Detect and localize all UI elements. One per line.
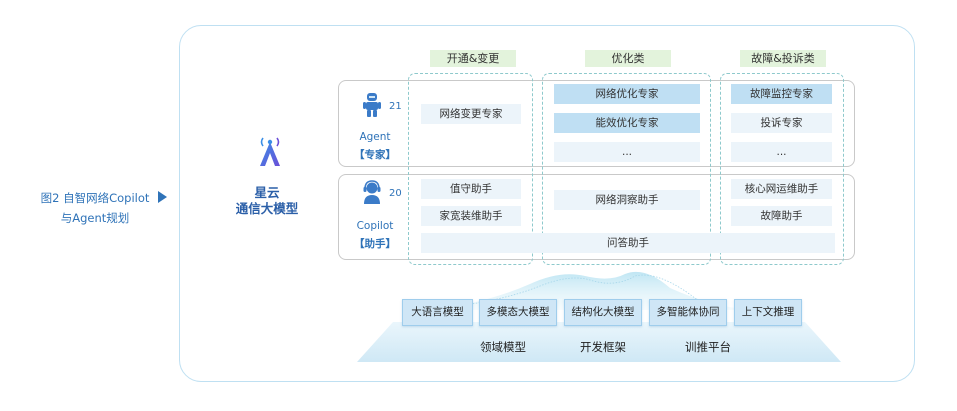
agent-label: Agent [359,131,391,143]
brand-name: 星云 通信大模型 [222,185,312,217]
column-header-fault: 故障&投诉类 [740,50,826,67]
column-outline-provisioning [408,73,533,265]
platform-training-inference: 训推平台 [685,340,731,354]
model-llm: 大语言模型 [402,299,473,326]
cell-optimization-more: ... [554,142,700,162]
model-context-reasoning: 上下文推理 [734,299,802,326]
robot-icon [363,93,381,117]
cell-qa-assistant: 问答助手 [421,233,835,253]
column-outline-optimization [542,73,711,265]
brand-name-line-2: 通信大模型 [235,201,299,216]
caption-arrow-icon [158,191,167,203]
cell-network-insight-assistant: 网络洞察助手 [554,190,700,210]
antenna-logo-icon [260,137,280,166]
column-header-provisioning: 开通&变更 [430,50,516,67]
model-multi-agent: 多智能体协同 [649,299,727,326]
cell-network-optimization-expert: 网络优化专家 [554,84,700,104]
figure-caption: 图2 自智网络Copilot 与Agent规划 [30,188,160,228]
platform-domain-model: 领域模型 [480,340,526,354]
column-outline-fault [720,73,844,265]
platform-dev-framework: 开发框架 [580,340,626,354]
caption-line-2: 与Agent规划 [60,211,130,225]
copilot-label: Copilot [356,220,394,232]
cell-duty-assistant: 值守助手 [421,179,521,199]
copilot-tag: 【助手】 [354,238,396,250]
cell-fault-monitor-expert: 故障监控专家 [731,84,832,104]
cell-fault-more: ... [731,142,832,162]
cell-complaint-expert: 投诉专家 [731,113,832,133]
cell-broadband-assistant: 家宽装维助手 [421,206,521,226]
agent-tag: 【专家】 [354,149,396,161]
brand-name-line-1: 星云 [254,185,280,200]
cell-core-network-assistant: 核心网运维助手 [731,179,832,199]
cell-fault-assistant: 故障助手 [731,206,832,226]
platform-base [357,322,841,362]
cell-network-change-expert: 网络变更专家 [421,104,521,124]
model-structured: 结构化大模型 [564,299,642,326]
agent-count: 21 [389,101,402,112]
copilot-count: 20 [389,188,402,199]
headset-person-icon [363,180,381,204]
model-multimodal: 多模态大模型 [479,299,557,326]
cell-energy-optimization-expert: 能效优化专家 [554,113,700,133]
column-header-optimization: 优化类 [585,50,671,67]
caption-line-1: 图2 自智网络Copilot [40,191,150,205]
